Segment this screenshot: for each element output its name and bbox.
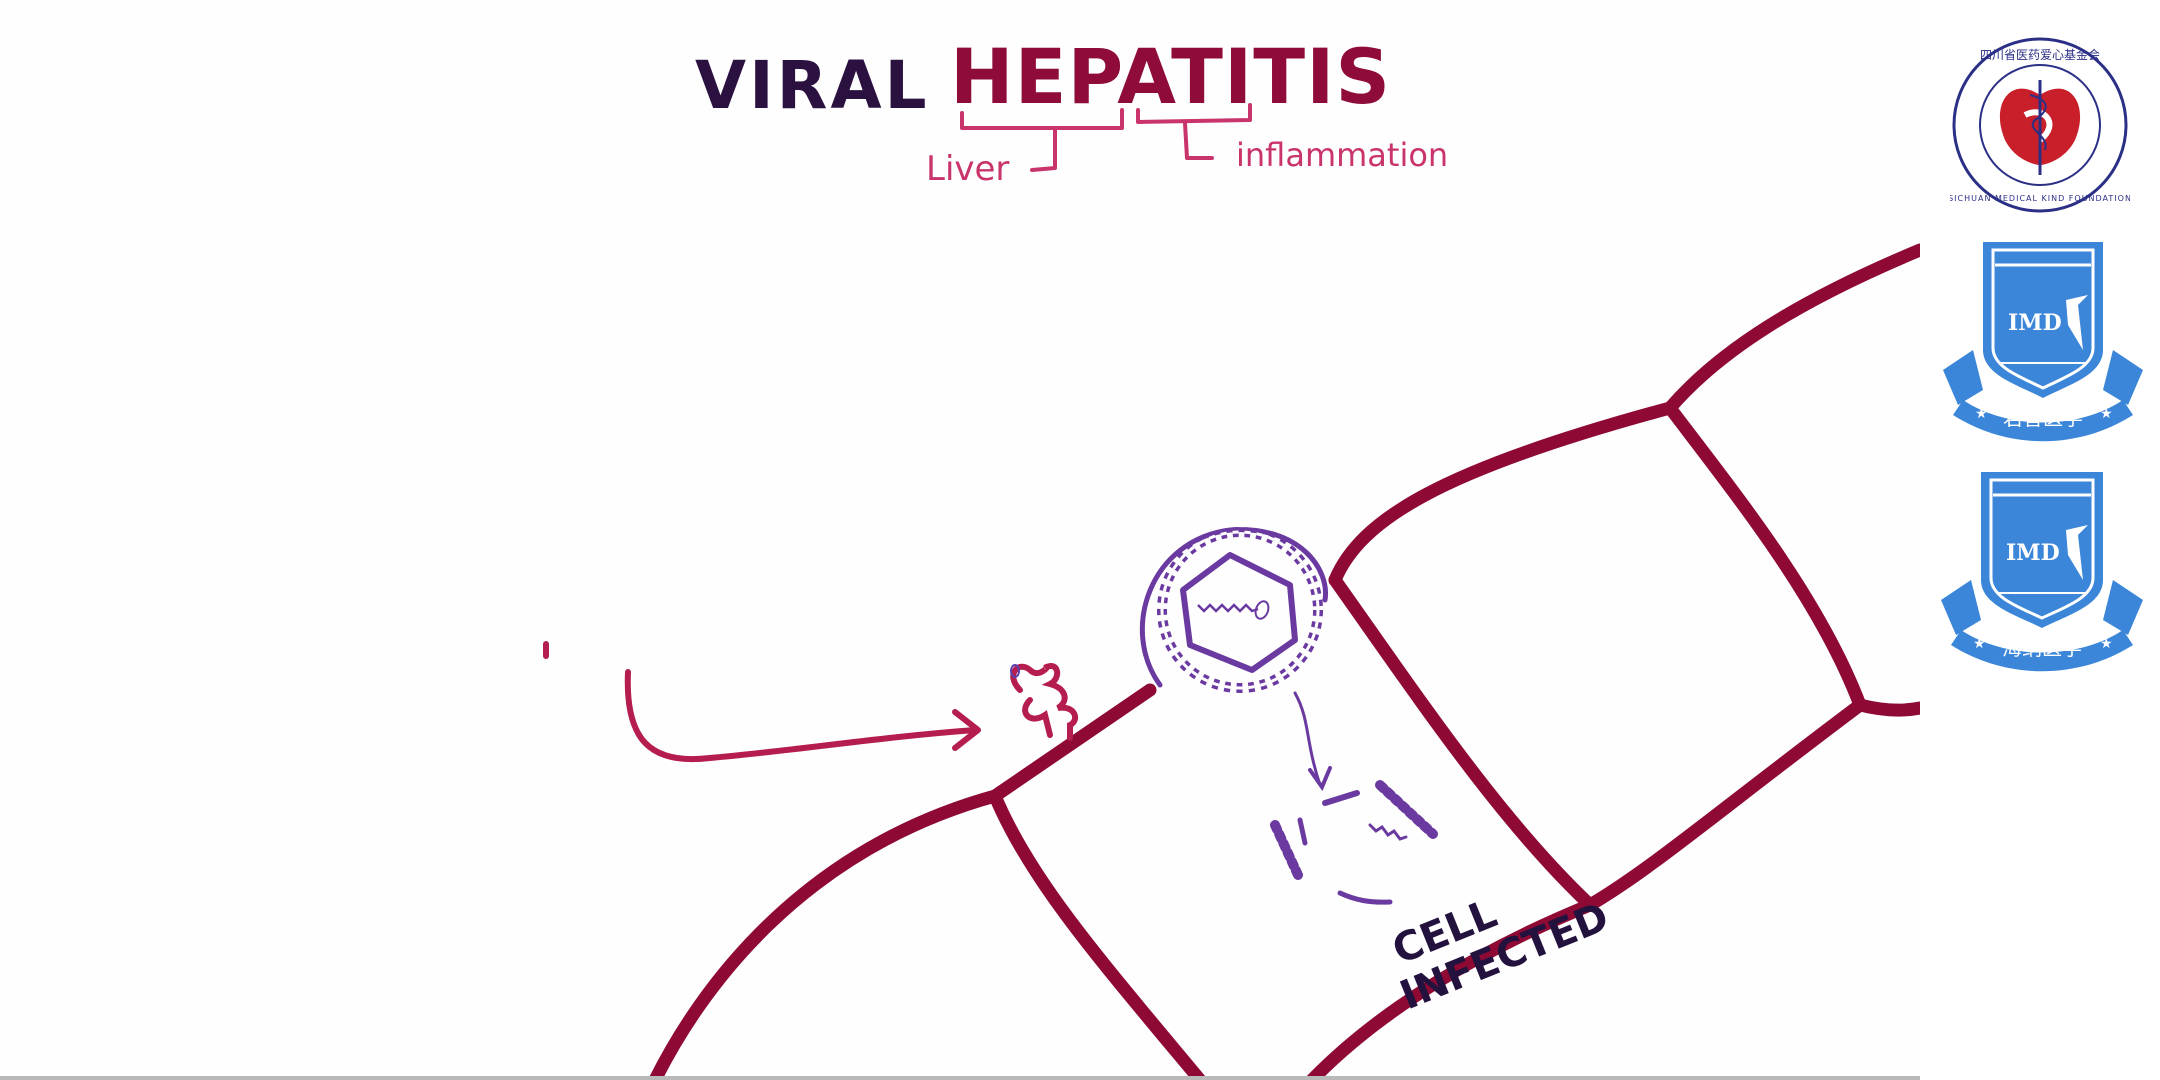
logo-en-text: SICHUAN MEDICAL KIND FOUNDATION [1950, 194, 2130, 203]
pen-mark [543, 641, 549, 659]
title-hepatitis: HEPATITIS [950, 32, 1391, 121]
viral-components [1270, 780, 1438, 905]
annotation-inflammation: inflammation [1236, 136, 1448, 174]
woodpecker-icon [2066, 525, 2088, 580]
video-progress-bar[interactable] [0, 1076, 1920, 1080]
woodpecker-icon [2066, 295, 2088, 350]
sponsor-logo-panel: 四川省医药爱心基金会 SICHUAN MEDICAL KIND FOUNDATI… [1920, 0, 2160, 1080]
logo-cn-text: 四川省医药爱心基金会 [1980, 47, 2100, 62]
uncoating-arrow [1293, 691, 1332, 792]
diagram-svg: VIRAL HEPATITIS Liver inflammation [543, 32, 1920, 1080]
receptor-icon [1010, 663, 1079, 741]
ribbon-text: 君智医学 [2003, 406, 2083, 430]
imd-badge-text: IMD [2008, 310, 2062, 336]
ribbon-text: 海纳医学 [2002, 636, 2082, 660]
cell-membranes [648, 243, 1920, 1080]
cell-infected-label: CELL INFECTED [1386, 891, 1615, 1019]
star-icon: ★ [1975, 406, 1988, 422]
title-viral: VIRAL [695, 47, 930, 124]
imd-badge-text: IMD [2006, 540, 2060, 566]
star-icon: ★ [1973, 636, 1986, 652]
imd-haina-logo: IMD ★ ★ 海纳医学 [1941, 472, 2143, 672]
star-icon: ★ [2100, 406, 2113, 422]
star-icon: ★ [2100, 636, 2113, 652]
receptor-dot [1010, 664, 1020, 678]
whiteboard-canvas: VIRAL HEPATITIS Liver inflammation [0, 32, 1920, 1080]
hepat-bracket [960, 103, 1252, 172]
arrow-to-receptor [624, 669, 981, 763]
sichuan-foundation-logo: 四川省医药爱心基金会 SICHUAN MEDICAL KIND FOUNDATI… [1950, 37, 2130, 213]
imd-junzhi-logo: IMD ★ ★ 君智医学 [1943, 242, 2143, 442]
virus-particle-icon [1139, 527, 1329, 693]
annotation-liver: Liver [926, 149, 1009, 189]
